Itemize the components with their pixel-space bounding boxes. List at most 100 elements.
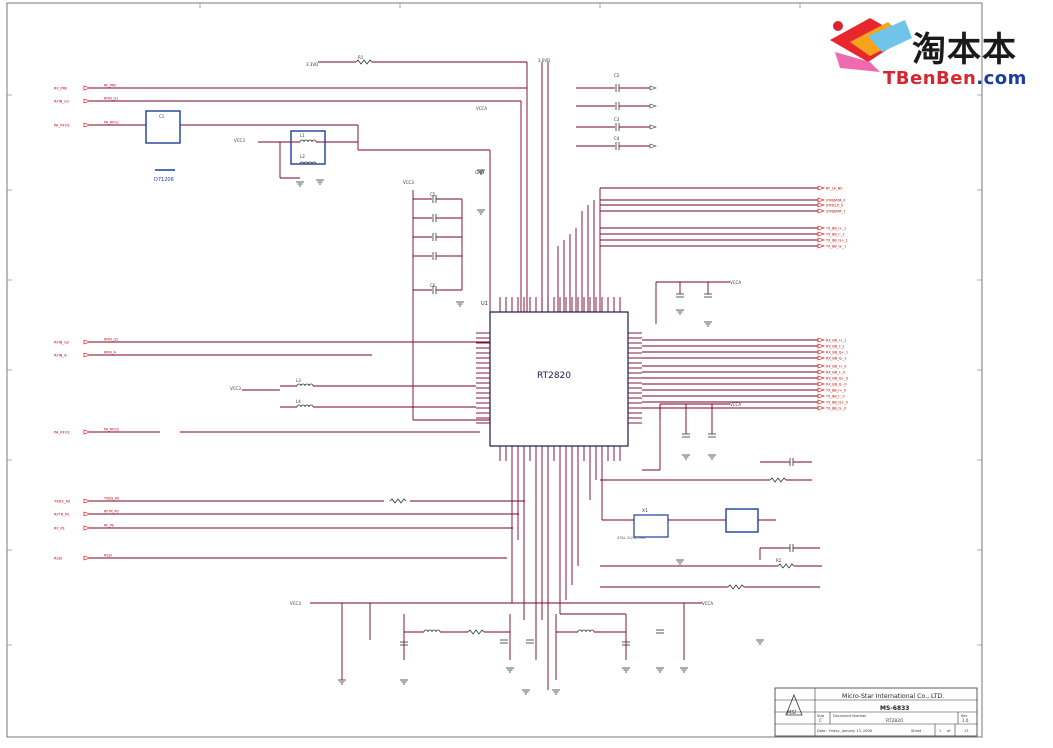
v30-net: 3.0VD (538, 58, 550, 63)
port-label-right: RF_LE_N0 (826, 187, 842, 191)
net-label-left: PA_RFO1 (104, 121, 119, 125)
port-arrow-right (817, 343, 825, 349)
port-label-left: RFTR_P0 (54, 513, 70, 517)
inductor-l2 (311, 161, 317, 165)
ref-c6: C6 (430, 283, 436, 288)
inductor-l3 (300, 383, 306, 387)
logo-latin-blue: .com (976, 68, 1027, 89)
highlight-l-box (290, 130, 326, 165)
ref-c5: C5 (430, 192, 436, 197)
ref-c1: C1 (159, 114, 165, 119)
inductor-l6 (585, 629, 591, 633)
msi-logo: MSI (785, 693, 803, 716)
port-arrow-right (817, 387, 825, 393)
size-label: Size (817, 714, 824, 718)
gnd-group (296, 169, 764, 695)
inductor-l6 (577, 629, 583, 633)
size-value: C (819, 718, 822, 723)
inductor-l6 (581, 629, 587, 633)
inductor-l3 (296, 383, 302, 387)
port-arrow-right (817, 231, 825, 237)
port-label-right: SYNDATA_1 (826, 210, 845, 214)
inductor-l1 (303, 139, 309, 143)
port-arrow-left (83, 555, 91, 561)
inductor-l4 (308, 404, 314, 408)
port-label-right: RX_BB_I+_0 (826, 365, 846, 369)
port-arrow-right (817, 349, 825, 355)
ref-l1: L1 (300, 133, 305, 138)
port-arrow-left (83, 339, 91, 345)
resistor (777, 563, 795, 569)
sheet-value: 1 (939, 729, 941, 733)
ref-c3: C3 (614, 117, 620, 122)
date-value: Friday, January 13, 2006 (829, 729, 872, 733)
net-label-left: RF_PE (104, 524, 114, 528)
inductor-l3 (304, 383, 310, 387)
docnum-label: Document Number (833, 714, 867, 718)
port-label-left: TXDS_A0 (53, 500, 71, 504)
port-arrow-left (83, 98, 91, 104)
port-arrow-left (83, 525, 91, 531)
port-label-left: RF_PE (54, 527, 66, 531)
inductor-l1 (299, 139, 305, 143)
title-block: MSI (774, 687, 978, 737)
port-label-right: TX_BB_Q-_0 (825, 407, 846, 411)
inductor-l5 (435, 629, 441, 633)
ic-ref: U1 (481, 301, 488, 307)
resistor (769, 477, 787, 483)
inductor-l4 (296, 404, 302, 408)
port-arrow-right (817, 197, 825, 203)
gnd-arrow (649, 143, 657, 149)
d71206-label: D71206 (154, 177, 174, 183)
port-label-right: SYNDATA_0 (826, 199, 845, 203)
net-label-left: RFIN_G1 (104, 97, 118, 101)
inductor-l1 (311, 139, 317, 143)
port-arrow-left (83, 498, 91, 504)
net-label-left: RFTR_P0 (104, 510, 119, 514)
port-label-right: TX_BB_I+_0 (825, 389, 846, 393)
wires (90, 61, 822, 690)
net-label-left: RSSI (104, 554, 112, 558)
vcca-net-1: VCCA (476, 106, 487, 111)
port-label-right: SYNCLK_0 (826, 204, 843, 208)
port-label-right: RX_BB_I-_0 (826, 371, 845, 375)
company-name: Micro-Star International Co., LTD. (842, 693, 944, 700)
resistor (389, 498, 407, 504)
sheet-total: 13 (964, 729, 968, 733)
port-label-left: RF_PRE (54, 87, 68, 91)
logo-latin: TBenBen.com (883, 68, 1027, 89)
vcc3-net-3: VCC3 (230, 386, 241, 391)
resistor (467, 629, 485, 635)
v33-net: 3.3VD (306, 62, 318, 67)
vcca-net-2: VCCA (730, 280, 741, 285)
rev-label: Rev (961, 714, 968, 718)
net-label-left: RF_PRE (104, 84, 117, 88)
port-label-right: RX_BB_I+_1 (826, 339, 846, 343)
of-label: of (947, 729, 951, 733)
port-label-right: TX_BB_I+_1 (825, 227, 846, 231)
port-label-right: RX_BB_Q-_0 (826, 383, 847, 387)
ref-c2: C2 (614, 73, 620, 78)
port-label-right: RX_BB_I-_1 (826, 345, 845, 349)
net-label-left: RFIN_A (104, 351, 117, 355)
net-label-left: PA_RFO2 (104, 428, 119, 432)
logo-latin-red: TBenBen (883, 68, 977, 89)
port-arrow-right (817, 369, 825, 375)
inductor-l5 (431, 629, 437, 633)
port-arrow-right (817, 375, 825, 381)
ref-c4: C4 (614, 136, 620, 141)
inductor-l5 (427, 629, 433, 633)
ic-rt2820-body (489, 311, 629, 447)
inductor-l3 (308, 383, 314, 387)
port-arrow-left (83, 511, 91, 517)
port-label-right: TX_BB_Q+_0 (825, 401, 848, 405)
inductor-l4 (304, 404, 310, 408)
vcc3-net-1: VCC3 (403, 180, 414, 185)
doc-number: MS-6833 (880, 705, 909, 712)
ref-r1: R1 (358, 55, 364, 60)
port-label-right: RX_BB_Q-_1 (826, 357, 847, 361)
ref-r2: R2 (776, 558, 782, 563)
port-label-left: RFIN_G2 (54, 341, 69, 345)
inductor-l6 (589, 629, 595, 633)
